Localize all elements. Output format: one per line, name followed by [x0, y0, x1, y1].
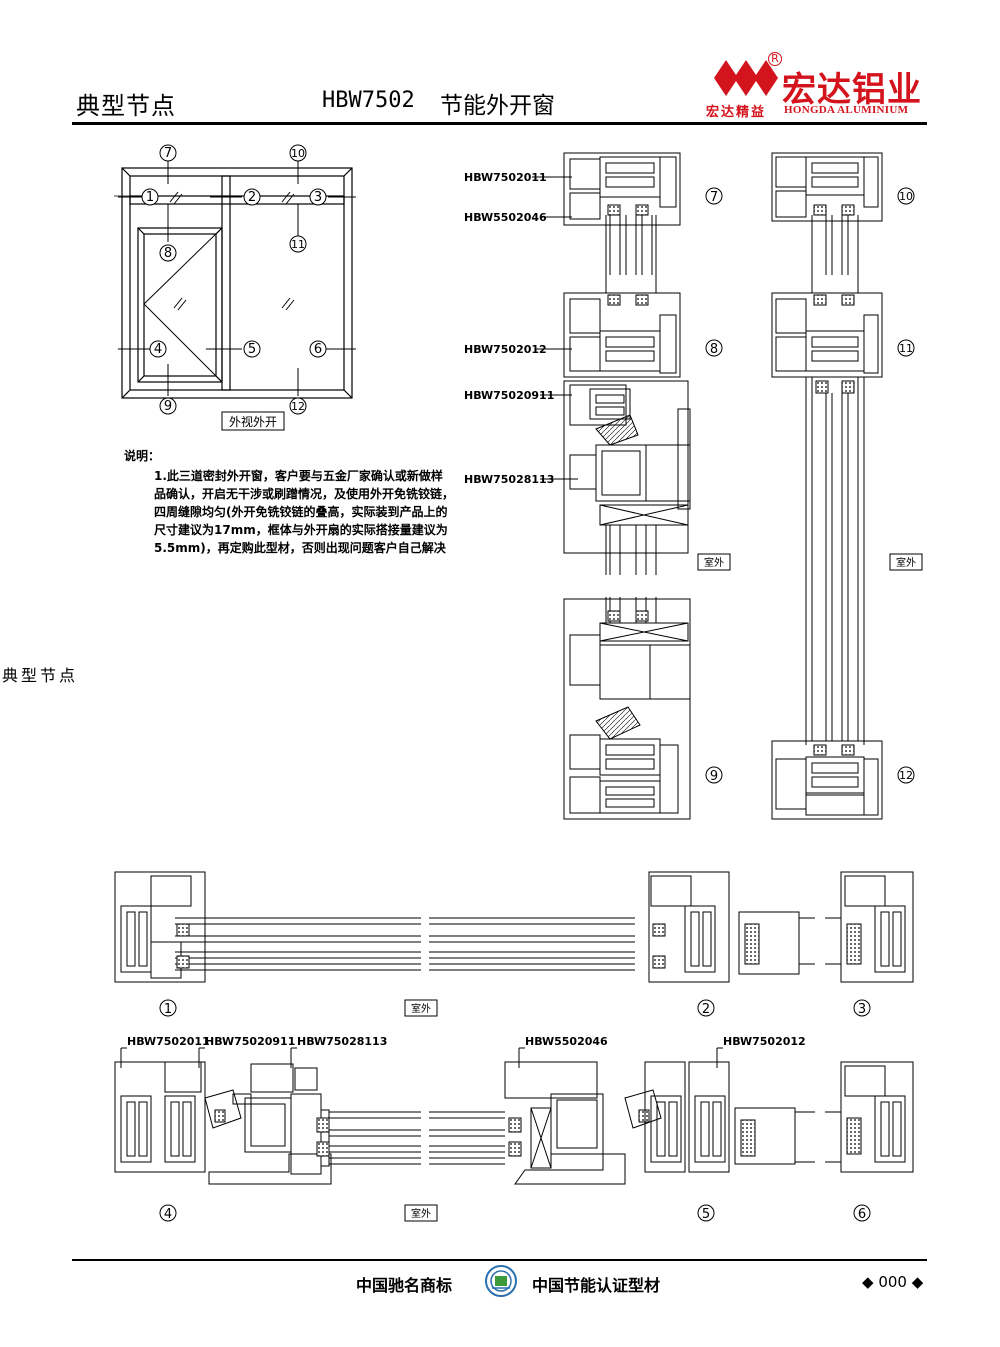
callout-11: 11 — [289, 235, 307, 253]
callout-1: 1 — [141, 188, 159, 206]
callout-10: 10 — [289, 144, 307, 162]
svg-text:3: 3 — [858, 1002, 866, 1017]
svg-text:6: 6 — [858, 1207, 866, 1222]
node-label-4: 4 — [159, 1204, 177, 1222]
svg-text:11: 11 — [291, 238, 305, 251]
part-label: HBW7502012 — [464, 343, 547, 356]
part-label: HBW75020911 — [464, 389, 554, 402]
svg-text:4: 4 — [154, 342, 162, 357]
product-name: 节能外开窗 — [440, 93, 555, 119]
footer-certification: 中国节能认证型材 — [532, 1276, 661, 1295]
svg-text:12: 12 — [291, 400, 305, 413]
svg-text:7: 7 — [164, 146, 172, 161]
registered-mark-icon: R — [768, 52, 782, 66]
outdoor-label-b: 室外 — [889, 553, 923, 571]
part-label: HBW5502046 — [525, 1035, 608, 1048]
callout-7: 7 — [159, 144, 177, 162]
node-label-12: 12 — [897, 766, 915, 784]
outdoor-label-bottom: 室外 — [404, 1204, 438, 1222]
callout-2: 2 — [243, 188, 261, 206]
callout-8: 8 — [159, 244, 177, 262]
outdoor-label-top: 室外 — [404, 999, 438, 1017]
page-title: 典型节点 — [76, 92, 176, 120]
brand-name-cn: 宏达铝业 — [782, 70, 922, 110]
svg-text:3: 3 — [314, 190, 322, 205]
outdoor-label-a: 室外 — [697, 553, 731, 571]
node-label-3: 3 — [853, 999, 871, 1017]
callout-9: 9 — [159, 397, 177, 415]
svg-text:1: 1 — [164, 1002, 172, 1017]
callout-6: 6 — [309, 340, 327, 358]
part-label: HBW75028113 — [297, 1035, 387, 1048]
node-label-6: 6 — [853, 1204, 871, 1222]
svg-text:2: 2 — [702, 1002, 710, 1017]
svg-text:11: 11 — [899, 342, 913, 355]
callout-5: 5 — [243, 340, 261, 358]
svg-text:7: 7 — [710, 190, 718, 205]
svg-text:8: 8 — [710, 342, 718, 357]
node-label-10: 10 — [897, 187, 915, 205]
svg-text:9: 9 — [710, 769, 718, 784]
part-label: HBW7502011 — [127, 1035, 210, 1048]
node-label-11: 11 — [897, 339, 915, 357]
horizontal-section-drawings: HBW7502011 HBW75020911 HBW75028113 HBW55… — [114, 871, 914, 1222]
certification-seal-icon — [485, 1265, 517, 1297]
brand-logo-icon — [714, 60, 778, 96]
node-label-5: 5 — [697, 1204, 715, 1222]
callout-4: 4 — [149, 340, 167, 358]
model-number: HBW7502 — [322, 88, 415, 113]
node-label-2: 2 — [697, 999, 715, 1017]
svg-text:9: 9 — [164, 399, 172, 414]
view-label-box: 外视外开 — [221, 411, 285, 431]
svg-text:10: 10 — [899, 190, 913, 203]
part-label: HBW7502012 — [723, 1035, 806, 1048]
part-label: HBW5502046 — [464, 211, 547, 224]
notes-title: 说明： — [124, 449, 161, 463]
svg-text:6: 6 — [314, 342, 322, 357]
callout-3: 3 — [309, 188, 327, 206]
brand-slogan: 宏达精益 — [706, 105, 767, 120]
node-label-1: 1 — [159, 999, 177, 1017]
page-number: ◆ 000 ◆ — [862, 1273, 924, 1291]
svg-text:12: 12 — [899, 769, 913, 782]
part-label: HBW7502011 — [464, 171, 547, 184]
node-label-7: 7 — [705, 187, 723, 205]
svg-text:5: 5 — [702, 1207, 710, 1222]
window-elevation: 7 10 1 2 3 8 11 4 5 6 9 12 外视外开 — [114, 144, 356, 431]
node-label-8: 8 — [705, 339, 723, 357]
svg-text:5: 5 — [248, 342, 256, 357]
svg-text:8: 8 — [164, 246, 172, 261]
svg-text:10: 10 — [291, 147, 305, 160]
svg-text:室外: 室外 — [896, 556, 916, 569]
notes-body: 1.此三道密封外开窗，客户要与五金厂家确认或新做样品确认，开启无干涉或刷蹭情况，… — [154, 469, 455, 555]
svg-text:室外: 室外 — [411, 1207, 431, 1220]
side-label: 典型节点 — [2, 666, 79, 685]
node-label-9: 9 — [705, 766, 723, 784]
page-number-value: 000 — [878, 1273, 907, 1291]
header-rule — [72, 122, 927, 125]
svg-text:室外: 室外 — [411, 1002, 431, 1015]
vertical-section-drawings: HBW7502011 HBW5502046 HBW7502012 HBW7502… — [464, 152, 923, 820]
footer-rule — [72, 1259, 927, 1261]
part-label: HBW75020911 — [205, 1035, 295, 1048]
svg-text:4: 4 — [164, 1207, 172, 1222]
brand-name-en: HONGDA ALUMINIUM — [784, 104, 909, 116]
svg-text:2: 2 — [248, 190, 256, 205]
part-label: HBW75028113 — [464, 473, 554, 486]
svg-text:外视外开: 外视外开 — [229, 414, 277, 429]
callout-12: 12 — [289, 397, 307, 415]
footer-trademark: 中国驰名商标 — [356, 1276, 453, 1295]
svg-text:1: 1 — [146, 190, 154, 205]
svg-text:室外: 室外 — [704, 556, 724, 569]
